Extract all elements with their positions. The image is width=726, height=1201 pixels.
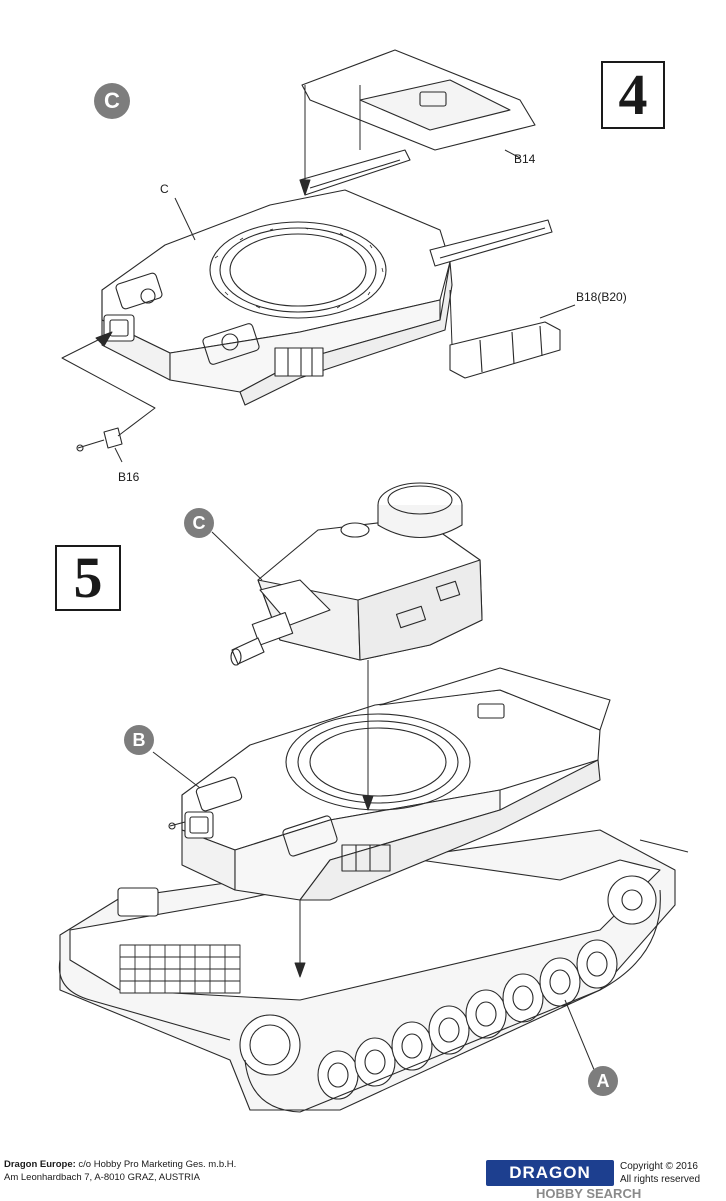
footer-address-line: Am Leonhardbach 7, A-8010 GRAZ, AUSTRIA [4,1172,200,1183]
b16-part [76,427,123,452]
step-number-5: 5 [55,545,121,611]
footer-company-rest: c/o Hobby Pro Marketing Ges. m.b.H. [75,1159,237,1170]
callout-a-step5: A [588,1066,618,1096]
watermark: HOBBY SEARCH [536,1186,642,1201]
callout-c-step4: C [94,83,130,119]
callout-c-step5: C [184,508,214,538]
dragon-logo: DRAGON [486,1160,614,1186]
step5-turret [230,482,483,666]
callout-b-step5: B [124,725,154,755]
part-label-b16: B16 [118,470,140,484]
step5-hull [58,667,676,1113]
copyright-line-2: All rights reserved [620,1174,701,1185]
b18-part [449,321,561,379]
copyright-notice: Copyright © 2016 All rights reserved [620,1160,700,1186]
part-label-b14: B14 [514,152,536,166]
step-number-4: 4 [601,61,665,129]
step4-rails [299,149,553,267]
part-label-c: C [160,182,169,196]
footer-company: Dragon Europe: [4,1159,76,1170]
copyright-line-1: Copyright © 2016 [620,1161,698,1172]
footer-address: Dragon Europe: c/o Hobby Pro Marketing G… [4,1158,236,1184]
step4-superstructure [101,189,453,406]
b14-plate [301,49,536,151]
part-label-b18: B18(B20) [576,290,627,304]
